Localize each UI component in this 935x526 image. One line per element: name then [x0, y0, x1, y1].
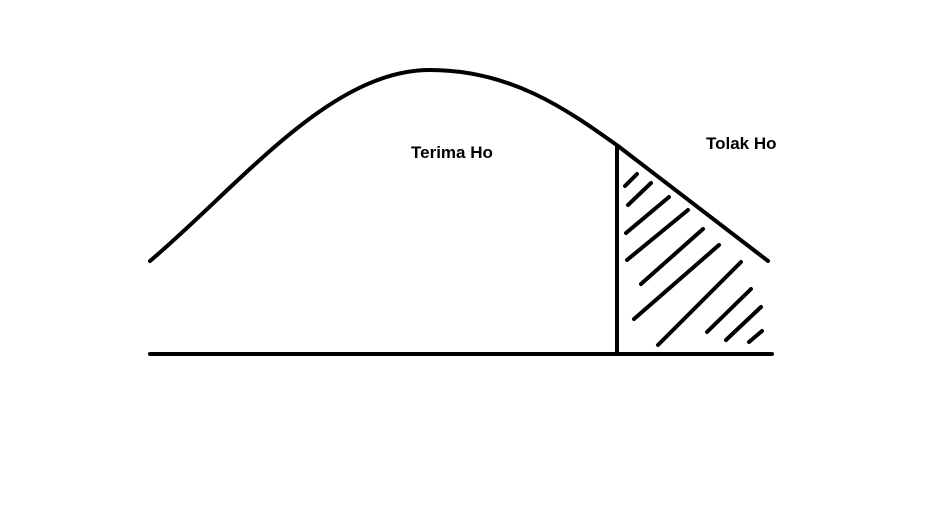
accept-region-label: Terima Ho [411, 143, 493, 162]
bell-curve [148, 68, 770, 263]
hatch-line [747, 329, 764, 344]
reject-region-label: Tolak Ho [706, 134, 777, 153]
hatch-line [624, 195, 671, 235]
rejection-region-hatching [623, 172, 764, 347]
hatch-line [623, 172, 639, 188]
hatch-line [656, 260, 743, 347]
hatch-line [639, 227, 705, 286]
hatch-line [632, 243, 721, 321]
hatch-line [626, 181, 653, 207]
hatch-line [705, 287, 753, 334]
hatch-line [724, 305, 763, 342]
hatch-line [625, 208, 690, 262]
